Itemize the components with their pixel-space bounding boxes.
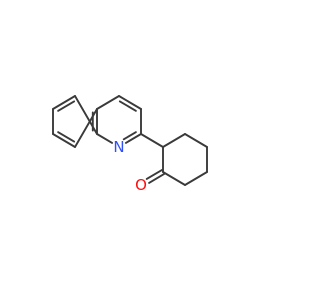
bond-a1-a2-inner — [57, 100, 76, 112]
bonds-layer — [52, 95, 208, 186]
bond-c6-o1-a — [145, 169, 163, 180]
bond-a6-a1 — [74, 95, 98, 135]
bond-a9-n1 — [124, 133, 142, 144]
bond-a1-a2 — [52, 95, 76, 110]
bond-a3-a4 — [52, 133, 76, 148]
bond-a7-a8 — [118, 95, 142, 110]
bond-a9-n1-inner — [122, 131, 137, 141]
bond-c2-c3 — [184, 133, 208, 148]
bond-a7-a8-inner — [118, 100, 137, 112]
atom-label-o: O — [135, 176, 147, 194]
bond-c6-o1-b — [148, 173, 166, 184]
atom-label-n: N — [113, 138, 124, 156]
molecule-diagram: NO — [52, 95, 208, 194]
atom-labels-layer: NO — [113, 138, 147, 194]
bond-c5-c6 — [162, 171, 186, 186]
bond-n1-a6 — [96, 133, 114, 144]
bond-a3-a4-inner — [57, 131, 76, 143]
bond-c1-c2 — [162, 133, 186, 148]
bond-a9-c1 — [140, 133, 164, 148]
bond-c4-c5 — [184, 171, 208, 186]
bond-a5-a7 — [96, 95, 120, 110]
